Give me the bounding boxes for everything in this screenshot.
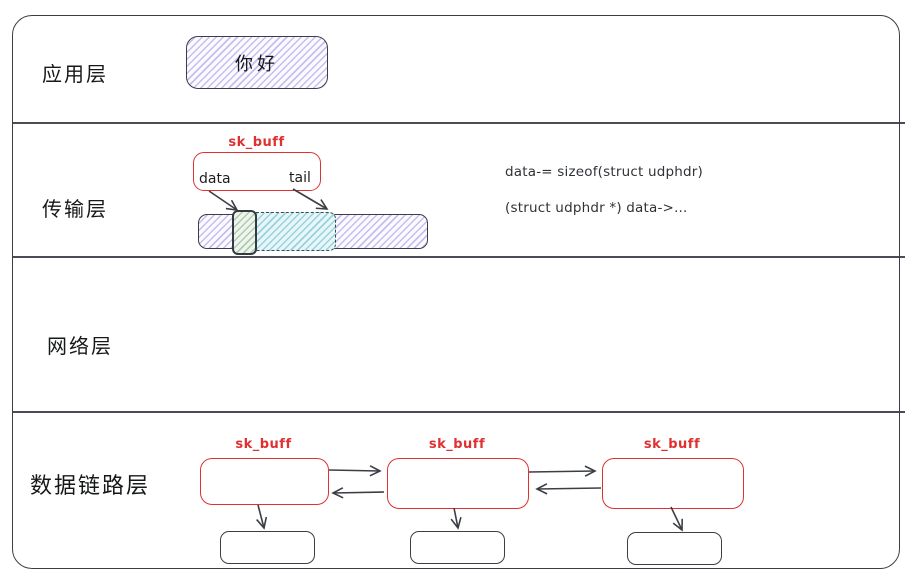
frame-box xyxy=(220,531,315,564)
tail-pointer-label: tail xyxy=(289,170,311,186)
divider-application-transport xyxy=(12,122,905,124)
divider-network-datalink xyxy=(12,411,905,413)
frame-box xyxy=(410,531,505,564)
diagram-frame xyxy=(12,15,900,569)
message-text: 你好 xyxy=(235,53,279,75)
data-pointer-label: data xyxy=(199,171,231,187)
skbuff-box-transport xyxy=(193,152,321,191)
skbuff-node xyxy=(387,458,529,509)
code-annotation-2: (struct udphdr *) data->... xyxy=(505,200,688,216)
divider-transport-network xyxy=(12,256,905,258)
udp-header-segment xyxy=(232,210,257,255)
layer-label-transport: 传输层 xyxy=(42,197,108,221)
skbuff-node-label: sk_buff xyxy=(428,437,486,452)
message-box: 你好 xyxy=(186,36,328,89)
layer-label-datalink: 数据链路层 xyxy=(30,474,151,499)
layer-label-network: 网络层 xyxy=(47,334,113,358)
skbuff-label-transport: sk_buff xyxy=(228,135,285,150)
code-annotation-1: data-= sizeof(struct udphdr) xyxy=(505,164,704,180)
frame-box xyxy=(627,532,722,565)
skbuff-node-label: sk_buff xyxy=(235,437,292,452)
skbuff-node xyxy=(602,458,744,509)
skbuff-node-label: sk_buff xyxy=(643,437,701,452)
layer-label-application: 应用层 xyxy=(42,62,108,86)
skbuff-node xyxy=(200,458,329,505)
